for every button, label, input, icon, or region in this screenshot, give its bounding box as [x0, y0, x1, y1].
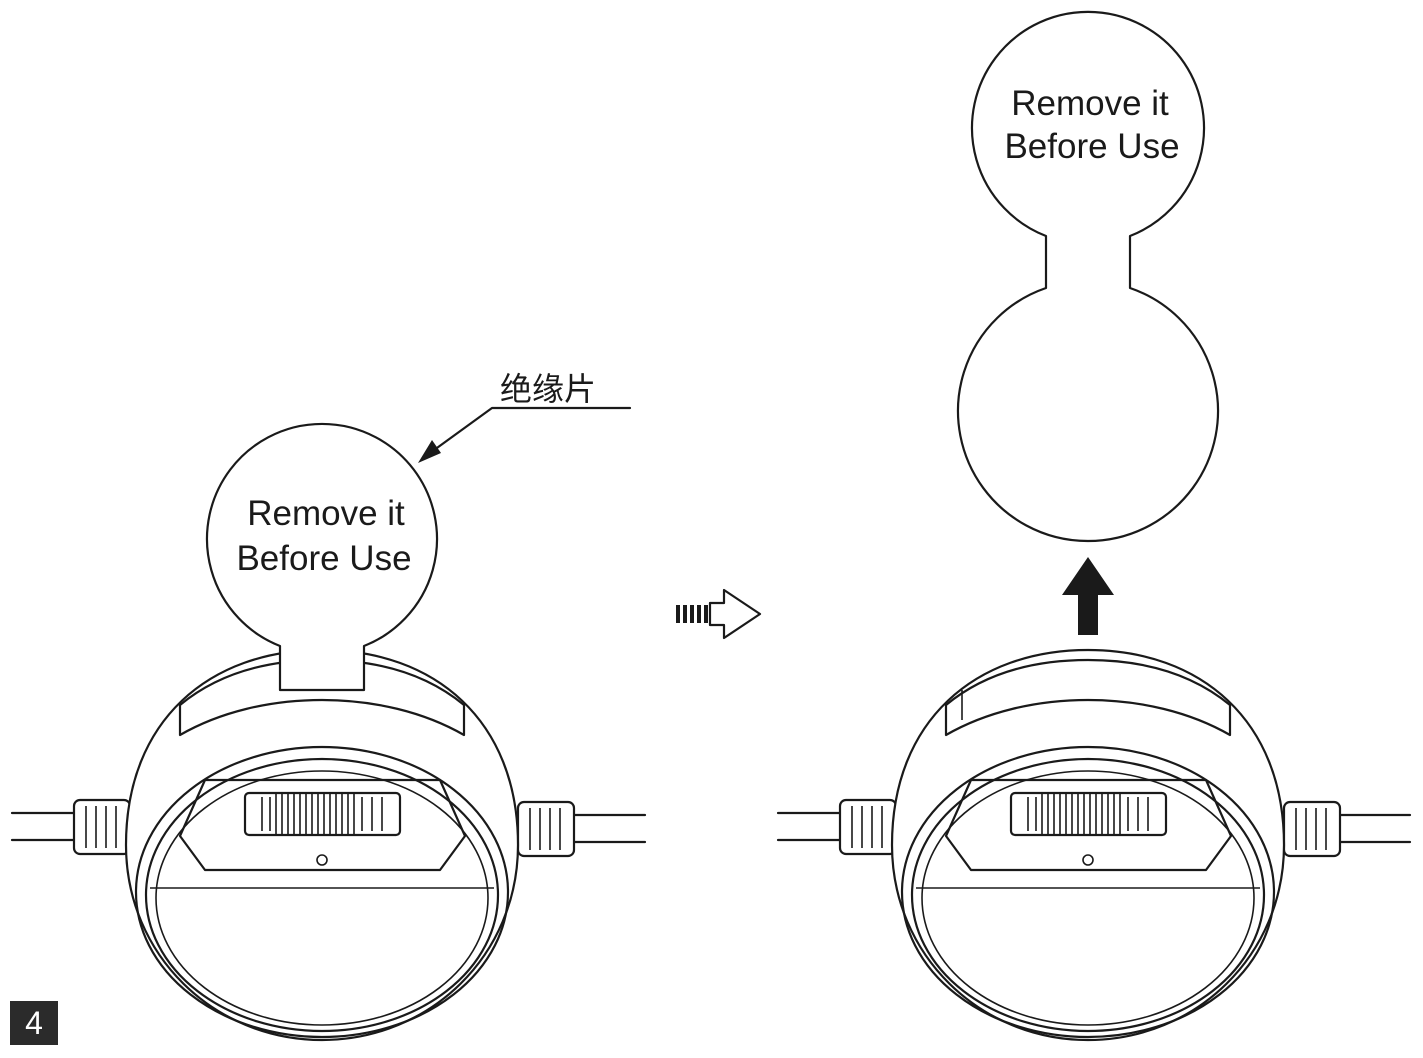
left-device: Remove it Before Use 绝缘片: [10, 370, 647, 1042]
left-tab-label-line2: Before Use: [236, 539, 411, 578]
right-device-cable-left: [776, 798, 898, 856]
left-insulating-tab: [205, 422, 439, 692]
right-tab-label-line2: Before Use: [1004, 127, 1179, 166]
right-insulating-tab: [956, 10, 1220, 543]
right-device-cable-right: [1282, 800, 1412, 858]
callout-label: 绝缘片: [500, 370, 596, 408]
up-arrow-icon: [1062, 557, 1114, 635]
right-device-window: [1009, 791, 1168, 837]
right-device-top-slot: [944, 658, 1232, 737]
left-device-cable-right: [516, 800, 647, 858]
left-device-top-slot: [178, 658, 466, 737]
left-tab-label-line1: Remove it: [247, 494, 405, 533]
left-device-cable-left: [10, 798, 132, 856]
right-device: Remove it Before Use: [776, 10, 1412, 1042]
right-tab-label-line1: Remove it: [1011, 84, 1169, 123]
left-device-window: [243, 791, 402, 837]
callout-arrow-icon: [418, 440, 441, 463]
step-number-badge: 4: [10, 1001, 58, 1045]
right-device-window-bars: [1027, 793, 1149, 835]
left-device-window-bars: [261, 793, 383, 835]
callout: 绝缘片: [418, 370, 632, 463]
striped-right-arrow-icon: [676, 588, 762, 640]
